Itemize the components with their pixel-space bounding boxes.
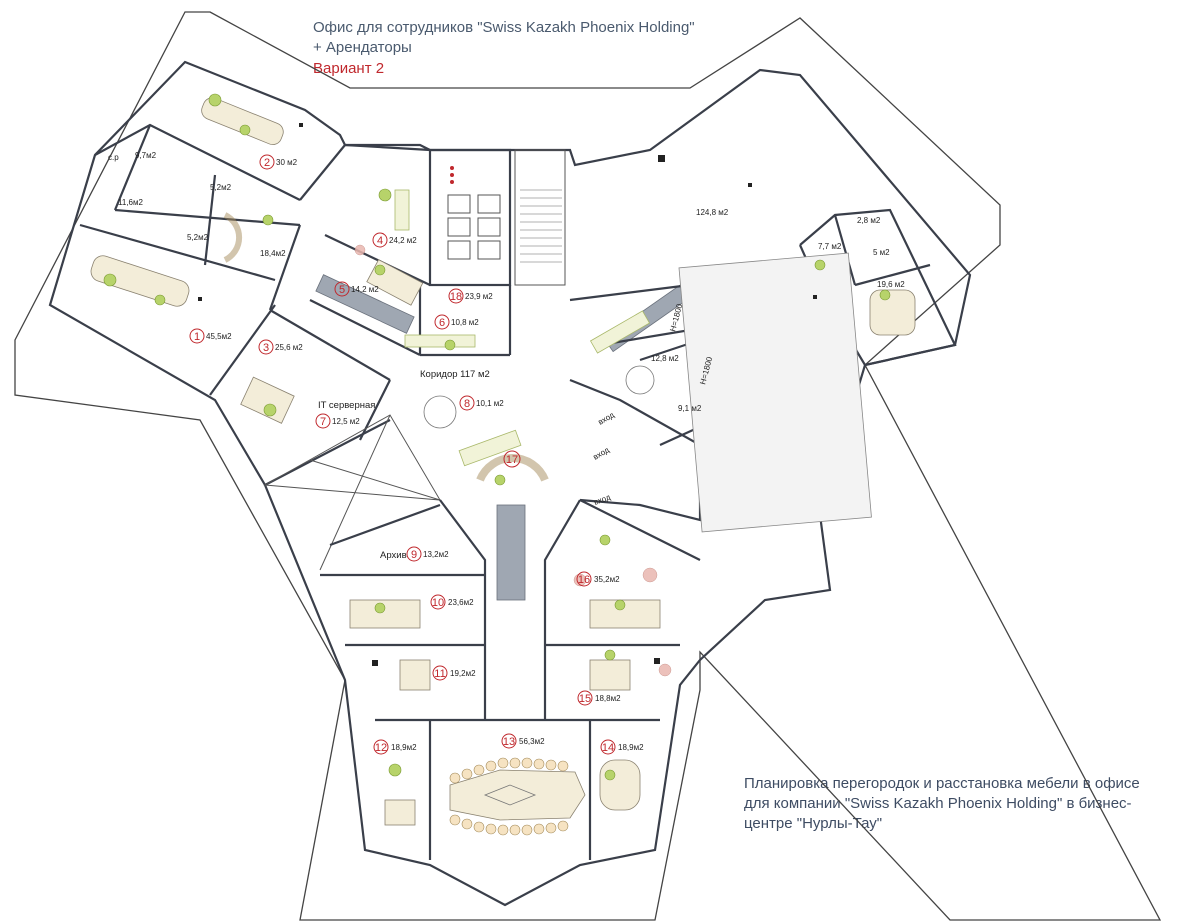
entry-mark: вход [597,410,617,427]
svg-text:15: 15 [579,693,591,705]
stair-steps [520,189,562,263]
glass-partition-5 [315,274,415,334]
svg-text:19,2м2: 19,2м2 [450,669,476,678]
svg-text:13,2м2: 13,2м2 [423,550,449,559]
site-outline [14,11,1162,921]
svg-text:6: 6 [439,317,445,329]
svg-text:23,9 м2: 23,9 м2 [465,292,493,301]
svg-text:2: 2 [264,157,270,169]
svg-text:9: 9 [411,549,417,561]
room-1-marker: 1 45,5м2 [189,328,232,344]
plan-caption: Планировка перегородок и расстановка меб… [744,775,1140,832]
room-2-marker: 2 30 м2 [259,154,298,170]
area-label: 7,7 м2 [818,242,842,251]
room-5-marker: 5 14,2 м2 [334,281,379,297]
svg-text:Архив: Архив [380,550,407,561]
furniture [90,97,916,826]
room-14-marker: 14 18,9м2 [600,739,644,755]
svg-text:35,2м2: 35,2м2 [594,575,620,584]
toilet-stalls [447,194,501,260]
svg-text:10,1 м2: 10,1 м2 [476,399,504,408]
stair-core [514,149,566,286]
area-label: 18,4м2 [260,249,286,258]
room-10-marker: 10 23,6м2 [430,594,474,610]
svg-text:3: 3 [263,342,269,354]
area-label: 5 м2 [873,248,890,257]
room-3-marker: 3 25,6 м2 [258,339,303,355]
svg-text:8: 8 [464,398,470,410]
atrium-void [678,252,872,533]
area-label: 19,6 м2 [877,280,905,289]
room-11-marker: 11 19,2м2 [432,665,476,681]
variant-label: Вариант 2 [313,60,385,77]
room-17-marker: 17 [503,450,521,468]
svg-text:56,3м2: 56,3м2 [519,737,545,746]
plan-subtitle: + Арендаторы [313,39,412,56]
plan-title: Офис для сотрудников "Swiss Kazakh Phoen… [313,19,695,36]
svg-text:14: 14 [602,742,614,754]
restroom-core [428,148,512,287]
room-7-marker: IT серверная 7 12,5 м2 [315,400,375,429]
svg-text:IT серверная: IT серверная [318,400,375,411]
reception-desk [496,504,526,601]
area-label: 9,7м2 [135,151,157,160]
svg-text:18: 18 [450,291,462,303]
svg-text:24,2 м2: 24,2 м2 [389,236,417,245]
svg-text:11: 11 [434,668,445,680]
left-wing-walls [79,123,391,486]
svg-text:5: 5 [339,284,345,296]
svg-text:12,5 м2: 12,5 м2 [332,417,360,426]
room-16-marker: 16 35,2м2 [576,571,620,587]
conference-table [449,769,586,821]
room-4-marker: 4 24,2 м2 [372,232,417,248]
area-label: 12,8 м2 [651,354,679,363]
svg-text:25,6 м2: 25,6 м2 [275,343,303,352]
room-12-marker: 12 18,9м2 [373,739,417,755]
small-mark: с.р [108,153,119,162]
conference-chairs [449,757,569,836]
svg-text:10,8 м2: 10,8 м2 [451,318,479,327]
area-label: 5,2м2 [187,233,209,242]
area-label: 124,8 м2 [696,208,729,217]
svg-text:18,9м2: 18,9м2 [618,743,644,752]
area-label: 2,8 м2 [857,216,881,225]
lower-wing-walls [320,499,701,860]
room-15-marker: 15 18,8м2 [577,690,621,706]
svg-text:1: 1 [194,331,200,343]
area-label: 11,6м2 [118,198,143,207]
svg-text:12: 12 [375,742,387,754]
svg-text:14,2 м2: 14,2 м2 [351,285,379,294]
room-8-marker: 8 10,1 м2 [459,395,504,411]
svg-text:4: 4 [377,235,383,247]
svg-text:18,8м2: 18,8м2 [595,694,621,703]
entry-mark: вход [592,445,612,462]
room-9-marker: Архив 9 13,2м2 [380,546,449,562]
conference-table-inlay [483,784,537,806]
red-markers [450,166,454,184]
entry-mark: вход [593,492,612,506]
svg-text:17: 17 [506,454,518,466]
corridor-label: Коридор 117 м2 [420,369,490,380]
svg-text:7: 7 [320,416,326,428]
svg-text:23,6м2: 23,6м2 [448,598,474,607]
plants [103,93,891,781]
svg-text:30 м2: 30 м2 [276,158,298,167]
area-label: 9,1 м2 [678,404,702,413]
room-6-marker: 6 10,8 м2 [434,314,479,330]
area-label: 5,2м2 [210,183,232,192]
svg-text:13: 13 [503,736,515,748]
svg-text:18,9м2: 18,9м2 [391,743,417,752]
column-markers [198,123,817,666]
svg-text:10: 10 [432,597,444,609]
svg-text:45,5м2: 45,5м2 [206,332,232,341]
svg-text:16: 16 [578,574,590,586]
room-13-marker: 13 56,3м2 [501,733,545,749]
